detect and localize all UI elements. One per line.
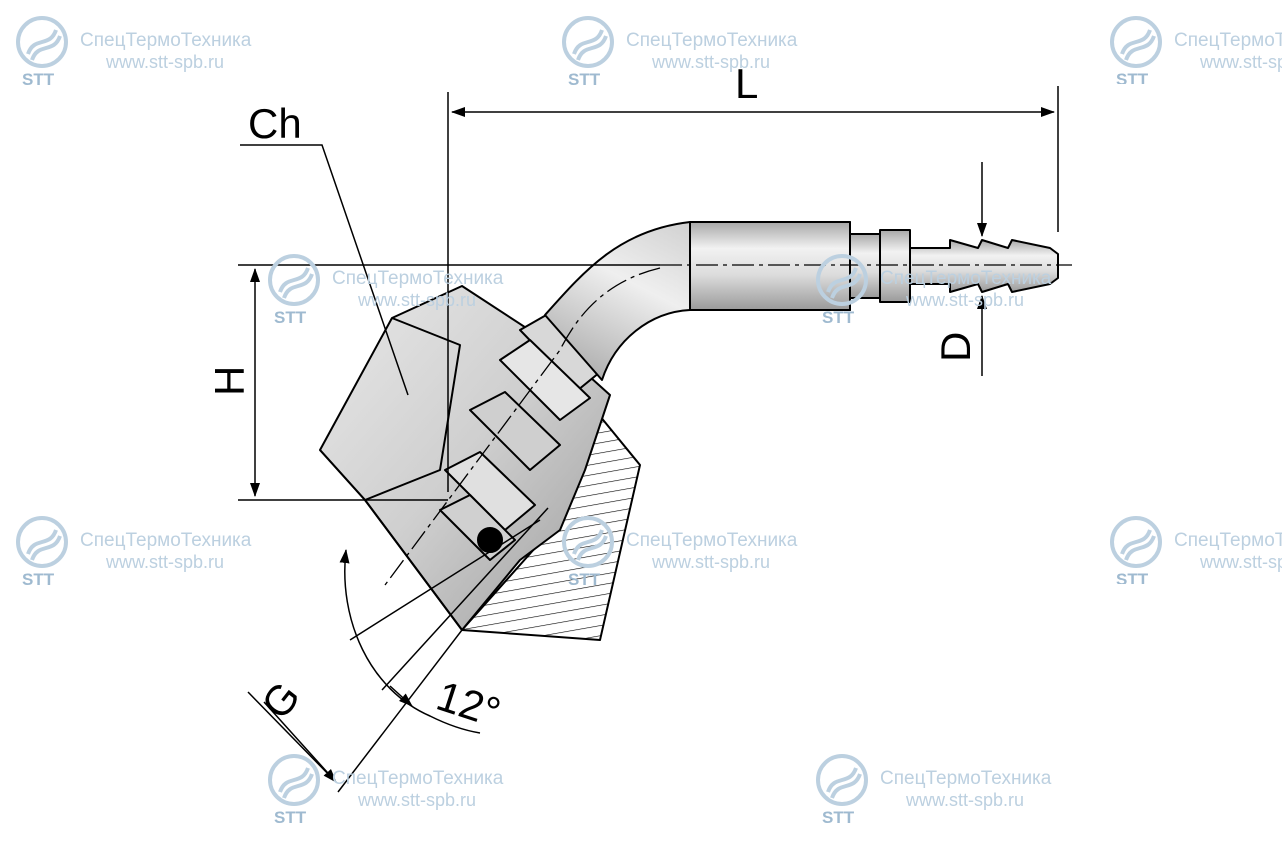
g-label: G [252, 673, 309, 728]
collar [849, 233, 881, 299]
angle-tick [389, 685, 413, 707]
ch-leader [240, 144, 409, 396]
cone-line-1 [349, 519, 541, 641]
g-ext-1 [337, 629, 463, 793]
collar-step [879, 229, 911, 303]
neck-ring-3 [469, 391, 561, 471]
ch-label: Ch [248, 100, 302, 147]
o-ring [477, 527, 503, 553]
g-dim [263, 701, 337, 783]
neck-ring-2 [499, 339, 591, 421]
tube-straight [689, 221, 851, 311]
cone-line-2 [381, 507, 549, 691]
fitting-body [319, 221, 1059, 641]
h-label: H [206, 366, 253, 396]
d-label: D [932, 332, 979, 362]
angle-label: 12° [431, 672, 506, 736]
l-label: L [735, 60, 758, 107]
centerlines [384, 264, 1072, 586]
barbed-stem [909, 239, 1059, 293]
axis-line-bend [384, 267, 661, 586]
nut-flat-edge [364, 317, 461, 501]
